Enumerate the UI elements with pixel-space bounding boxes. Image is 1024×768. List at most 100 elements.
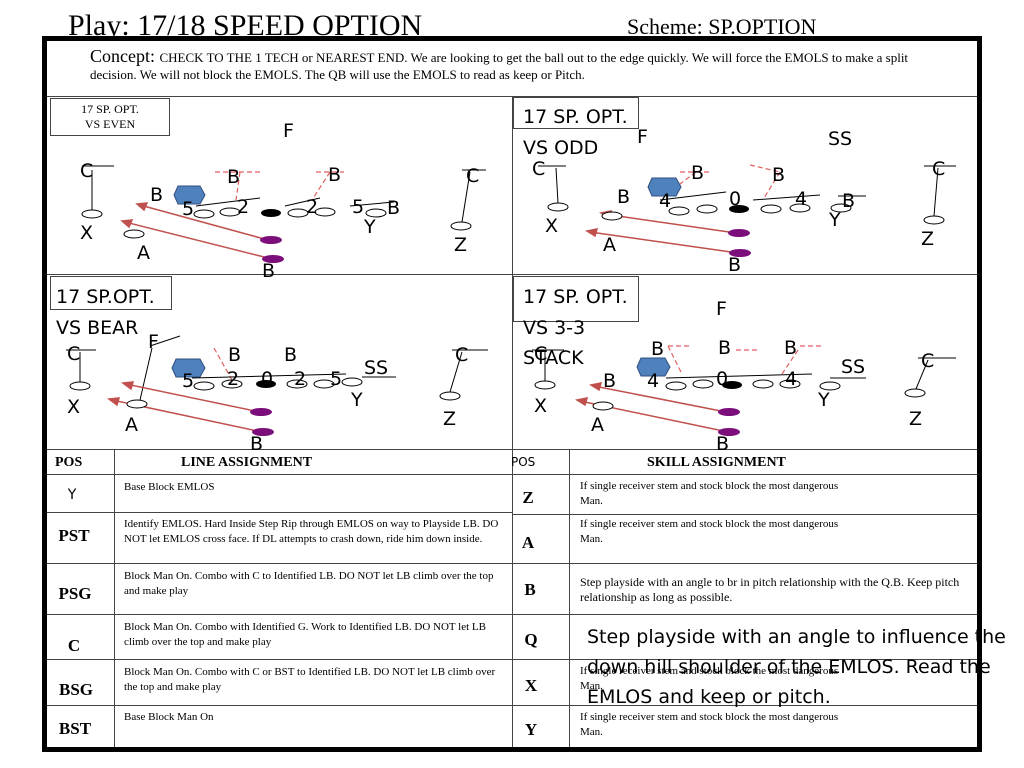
f-stem	[149, 335, 181, 347]
line-row-pos: Y	[67, 487, 77, 503]
skill-row-text: If single receiver stem and stock block …	[580, 665, 839, 692]
los-lines	[538, 165, 956, 217]
center-ball	[722, 381, 742, 389]
mark-F: F	[148, 331, 159, 353]
diagram-title-even-line2: VS EVEN	[84, 117, 136, 131]
scheme-label: Scheme: SP.OPTION	[627, 14, 817, 39]
mark-4: 4	[659, 190, 672, 212]
mark-A: A	[603, 234, 616, 256]
diagram-title-even: 17 SP. OPT. VS EVEN	[50, 98, 170, 136]
mark-Z: Z	[909, 408, 923, 430]
mark-C: C	[534, 343, 548, 365]
line-row-text: Block Man On. Combo with C or BST to Ide…	[124, 666, 496, 693]
divider	[512, 96, 513, 449]
mark-B: B	[772, 164, 786, 186]
mark-SS: SS	[841, 356, 866, 378]
mark-C: C	[67, 343, 81, 365]
mark-F: F	[283, 120, 294, 142]
defender-hexagon	[171, 358, 206, 378]
mark-B: B	[227, 166, 241, 188]
mark-SS: SS	[364, 357, 389, 379]
ball-carrier	[260, 236, 282, 244]
mark-X: X	[534, 395, 548, 417]
diagram-title-odd-box	[513, 97, 639, 129]
mark-B: B	[716, 433, 730, 455]
skill-row-pos: Z	[522, 488, 534, 507]
mark-B: B	[250, 433, 264, 455]
mark-4: 4	[647, 370, 660, 392]
mark-2: 2	[237, 196, 250, 218]
mark-B: B	[228, 344, 242, 366]
mark-A: A	[591, 414, 604, 436]
route-arrows	[120, 202, 273, 260]
mark-Z: Z	[454, 234, 468, 256]
defender-hexagon	[173, 185, 206, 205]
table-row-divider	[47, 659, 977, 660]
defender-hexagon	[636, 357, 671, 377]
dashed-blitz-lines	[213, 347, 233, 381]
line-pos-header: POS	[55, 455, 83, 470]
mark-Y: Y	[818, 389, 830, 411]
mark-C: C	[921, 350, 935, 372]
line-row-text: Base Block EMLOS	[124, 481, 215, 493]
ball-carrier	[728, 229, 750, 237]
center-ball	[729, 205, 749, 213]
table-divider	[114, 449, 115, 747]
mark-0: 0	[261, 368, 274, 390]
mark-B: B	[718, 337, 732, 359]
dashed-blitz-lines	[215, 171, 344, 201]
skill-row-pos: X	[524, 676, 538, 695]
mark-4: 4	[785, 368, 798, 390]
mark-F: F	[637, 126, 648, 148]
line-row-pos: C	[67, 636, 81, 655]
mark-B: B	[150, 184, 164, 206]
mark-5: 5	[352, 196, 365, 218]
ball-carrier	[729, 249, 751, 257]
mark-5: 5	[182, 370, 195, 392]
mark-B: B	[262, 260, 276, 282]
mark-B: B	[651, 338, 665, 360]
skill-row-pos: B	[524, 580, 536, 599]
mark-Y: Y	[364, 216, 376, 238]
diagram-title-odd-line1: 17 SP. OPT.	[523, 106, 628, 128]
mark-4: 4	[795, 188, 808, 210]
diagram-title-stack-box	[513, 276, 639, 322]
skill-assign-header: SKILL ASSIGNMENT	[647, 455, 786, 470]
mark-5: 5	[182, 198, 195, 220]
mark-Z: Z	[921, 228, 935, 250]
mark-Z: Z	[443, 408, 457, 430]
mark-C: C	[455, 344, 469, 366]
center-ball	[261, 209, 281, 217]
line-row-pos: BSG	[58, 680, 94, 699]
line-row-text: Block Man On. Combo with Identified G. W…	[124, 621, 486, 648]
line-row-text: Block Man On. Combo with C to Identified…	[124, 570, 494, 597]
mark-X: X	[545, 215, 559, 237]
mark-X: X	[80, 222, 94, 244]
mark-B: B	[617, 186, 631, 208]
mark-B: B	[387, 197, 401, 219]
table-row-divider	[513, 514, 977, 515]
line-row-pos: PST	[58, 526, 90, 545]
diagram-title-bear-line1: 17 SP.OPT.	[56, 286, 155, 308]
skill-row-text: Step playside with an angle to br in pit…	[580, 575, 960, 604]
skill-row-pos: A	[521, 533, 535, 552]
mark-SS: SS	[828, 128, 853, 150]
table-row-divider	[47, 705, 977, 706]
mark-C: C	[466, 165, 480, 187]
mark-C: C	[80, 160, 94, 182]
line-row-text: Identify EMLOS. Hard Inside Step Rip thr…	[124, 518, 499, 545]
mark-A: A	[125, 414, 138, 436]
mark-B: B	[328, 164, 342, 186]
ball-carrier	[252, 428, 274, 436]
concept-lead: Concept:	[90, 46, 160, 66]
skill-row-text: If single receiver stem and stock block …	[580, 711, 839, 738]
mark-B: B	[691, 162, 705, 184]
center-ball	[256, 380, 276, 388]
dashed-blitz-lines	[667, 345, 824, 375]
lineman-ovals	[534, 379, 926, 411]
diagram-title-stack-line2: VS 3-3	[523, 317, 586, 339]
